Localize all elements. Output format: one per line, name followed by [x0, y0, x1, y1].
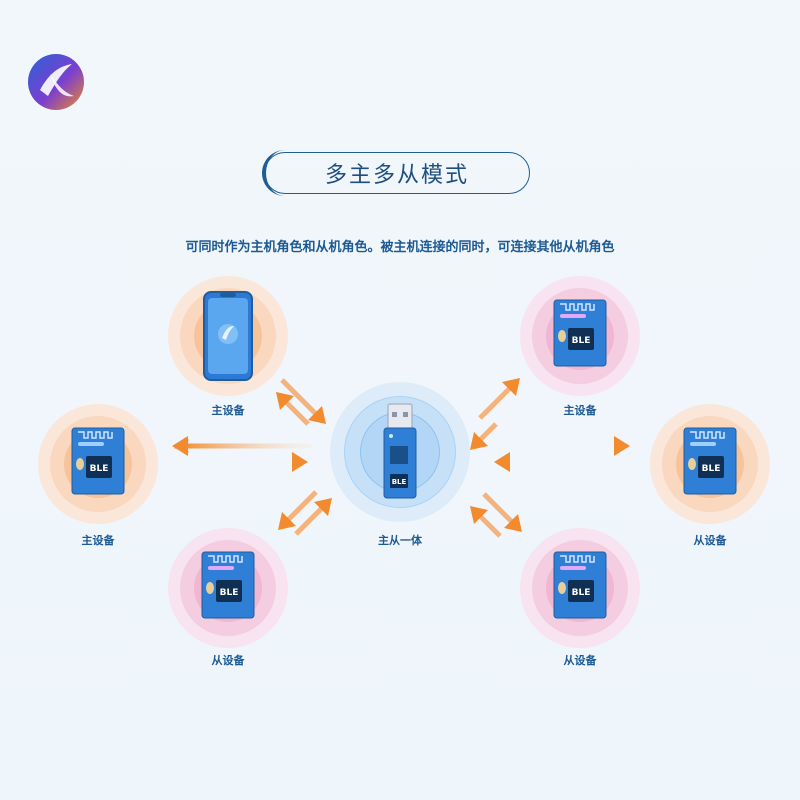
device-node-mid-left: BLE: [38, 404, 158, 524]
ble-module-icon: BLE: [553, 299, 607, 367]
page-subtitle: 可同时作为主机角色和从机角色。被主机连接的同时，可连接其他从机角色: [185, 240, 615, 255]
device-node-bottom-right: BLE: [520, 528, 640, 648]
smartphone-icon: [203, 291, 253, 381]
brand-logo-icon: [26, 52, 86, 112]
usb-dongle-icon: BLE: [383, 403, 417, 499]
arrow-pair-bottom-left: [278, 490, 332, 536]
device-label-mid-left: 主设备: [81, 534, 115, 547]
device-node-top-left: [168, 276, 288, 396]
device-node-bottom-left: BLE: [168, 528, 288, 648]
arrow-to-left-icon: [173, 437, 313, 455]
device-label-top-left: 主设备: [211, 404, 245, 417]
ble-module-icon: BLE: [71, 427, 125, 495]
device-label-bottom-right: 从设备: [563, 654, 597, 667]
ble-module-icon: BLE: [553, 551, 607, 619]
arrow-pair-bottom-right: [470, 492, 522, 538]
device-node-mid-right: BLE: [650, 404, 770, 524]
device-node-top-right: BLE: [520, 276, 640, 396]
center-chip-text: BLE: [392, 478, 407, 486]
ble-chip-text: BLE: [572, 588, 591, 598]
center-node-label: 主从一体: [378, 534, 422, 547]
arrow-pair-top-right: [470, 378, 520, 450]
device-label-bottom-left: 从设备: [211, 654, 245, 667]
ble-module-icon: BLE: [683, 427, 737, 495]
ble-chip-text: BLE: [90, 464, 109, 474]
ble-chip-text: BLE: [572, 336, 591, 346]
arrow-pair-mid-right: [494, 436, 630, 472]
ble-module-icon: BLE: [201, 551, 255, 619]
center-node: BLE: [330, 382, 470, 522]
device-label-top-right: 主设备: [563, 404, 597, 417]
device-label-mid-right: 从设备: [693, 534, 727, 547]
arrow-pair-mid-left: [172, 436, 313, 472]
arrow-pair-top-left: [276, 378, 326, 426]
ble-chip-text: BLE: [702, 464, 721, 474]
page-title: 多主多从模式: [264, 152, 530, 194]
ble-chip-text: BLE: [220, 588, 239, 598]
